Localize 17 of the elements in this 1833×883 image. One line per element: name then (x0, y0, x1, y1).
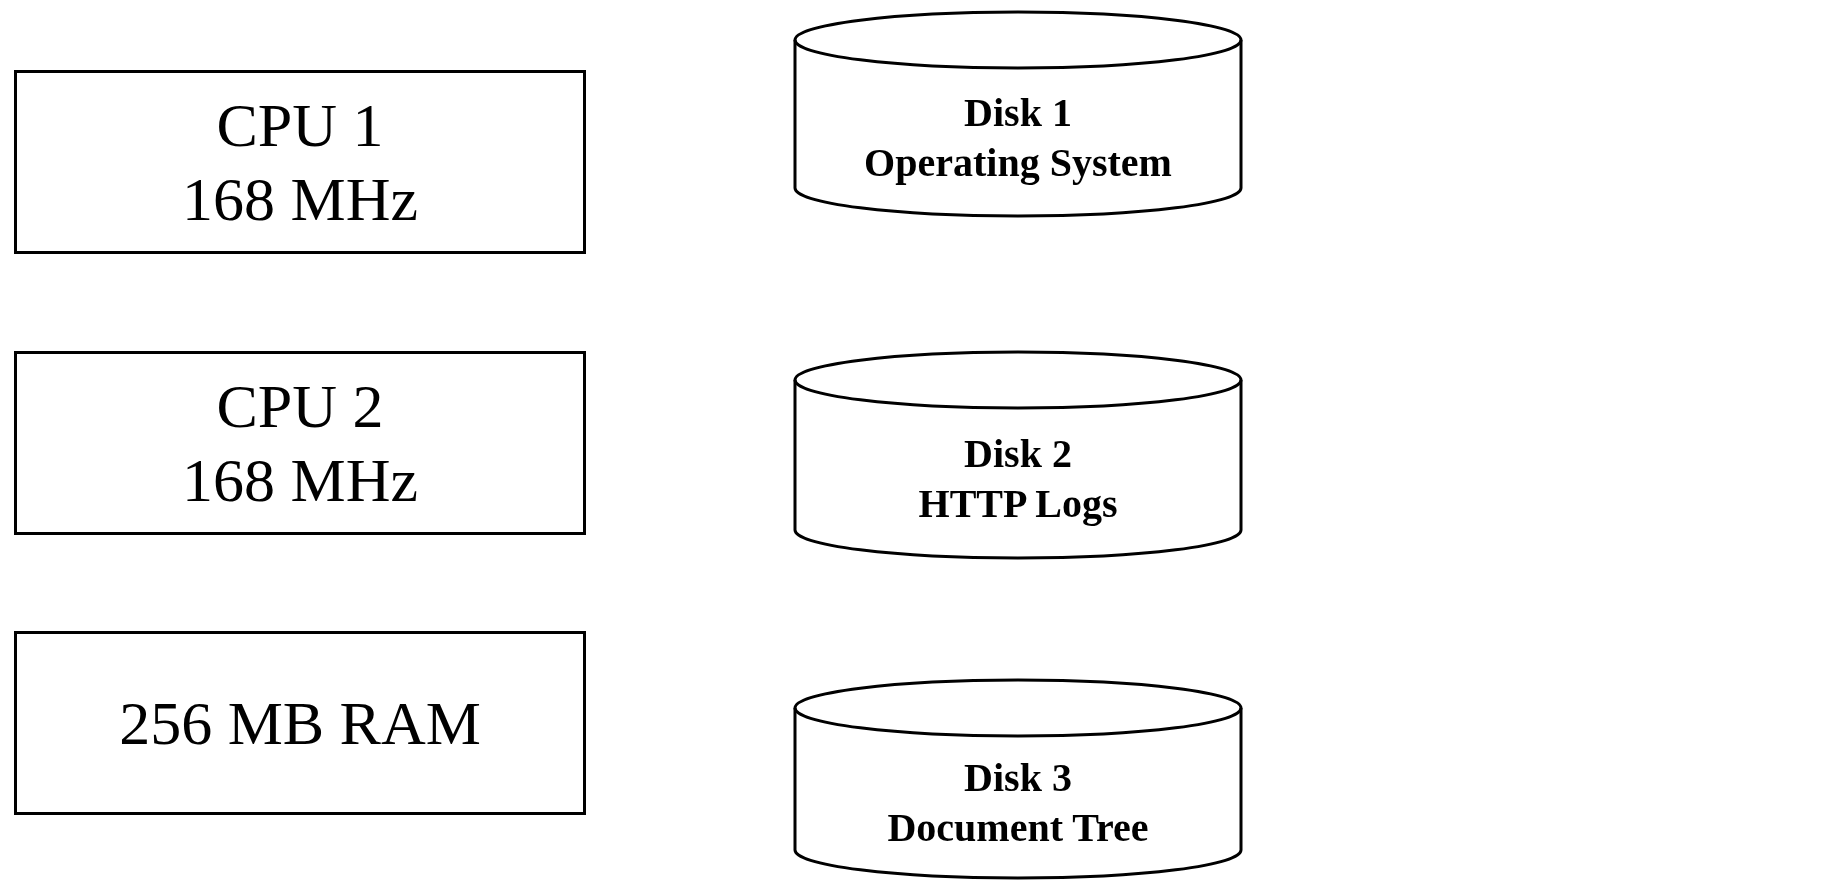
node-label: HTTP Logs (918, 480, 1118, 528)
node-label: Disk 2 (964, 430, 1072, 478)
node-label: CPU 2 (216, 370, 384, 442)
hardware-box (14, 70, 586, 254)
node-label: 168 MHz (182, 445, 418, 516)
node-label: Disk 3 (964, 754, 1072, 802)
disk-cylinder (793, 678, 1243, 880)
node-label: CPU 1 (216, 89, 384, 161)
node-label: Disk 1 (964, 89, 1072, 137)
node-label: Operating System (864, 139, 1172, 187)
node-label: 256 MB RAM (119, 687, 481, 759)
hardware-box (14, 631, 586, 815)
node-label: 168 MHz (182, 164, 418, 235)
hardware-box (14, 351, 586, 535)
disk-cylinder (793, 10, 1243, 218)
node-label: Document Tree (887, 804, 1149, 852)
disk-cylinder (793, 350, 1243, 560)
